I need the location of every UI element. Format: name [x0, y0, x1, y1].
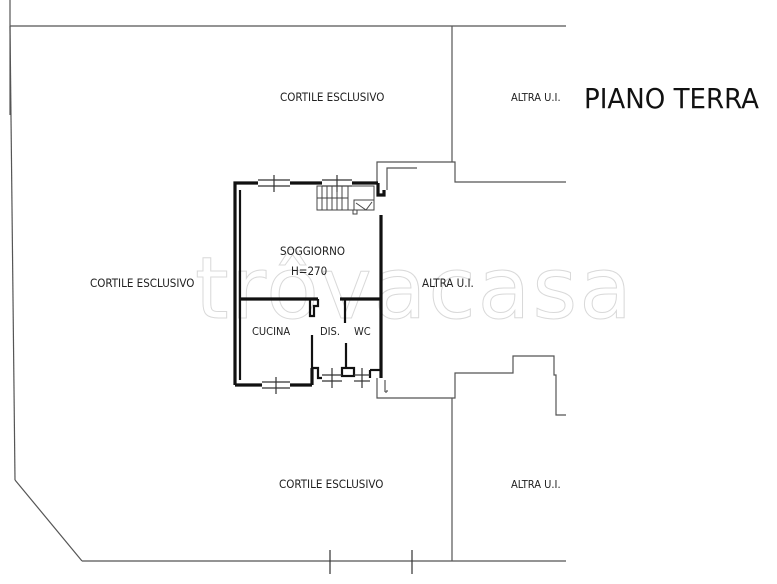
boundary-ticks [329, 550, 413, 574]
house-walls [233, 181, 386, 387]
label-altra-top: ALTRA U.I. [511, 91, 561, 104]
unit-dividers [376, 26, 566, 561]
label-altra-bottom: ALTRA U.I. [511, 478, 561, 491]
label-cucina: CUCINA [252, 325, 290, 338]
staircase [316, 185, 375, 215]
label-wc: WC [354, 325, 371, 338]
property-boundary [9, 0, 566, 562]
label-cortile-bottom: CORTILE ESCLUSIVO [279, 477, 383, 491]
label-cortile-top: CORTILE ESCLUSIVO [280, 90, 384, 104]
label-dis: DIS. [320, 325, 340, 338]
label-altra-middle: ALTRA U.I. [422, 276, 474, 290]
label-height: H=270 [291, 264, 327, 278]
label-soggiorno: SOGGIORNO [280, 244, 345, 258]
watermark: trôvacasa [195, 239, 634, 339]
label-cortile-left: CORTILE ESCLUSIVO [90, 276, 194, 290]
drawing-title: PIANO TERRA [584, 82, 759, 115]
